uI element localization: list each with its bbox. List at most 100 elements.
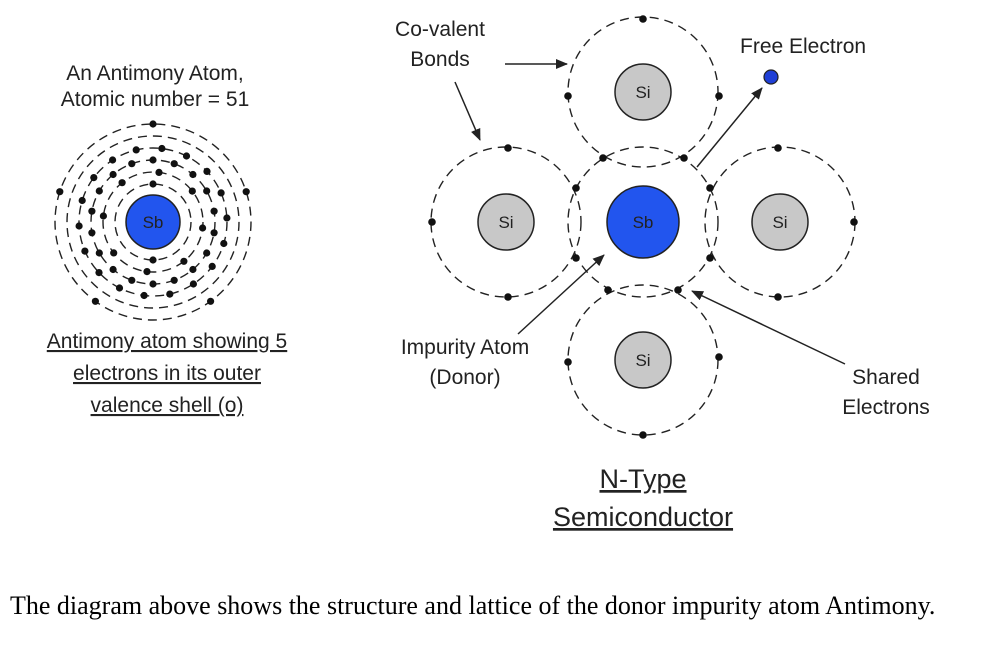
antimony-electron <box>149 120 157 128</box>
shared-label-line1: Shared <box>852 366 920 389</box>
antimony-electron <box>140 291 148 300</box>
antimony-electron <box>210 229 218 237</box>
antimony-atom: Sb <box>54 120 252 321</box>
lattice-electron <box>715 92 723 100</box>
antimony-electron <box>189 170 197 179</box>
antimony-electron <box>78 196 86 205</box>
lattice-electron <box>715 353 723 361</box>
antimony-electron <box>110 249 118 257</box>
lattice-electron <box>680 154 688 162</box>
lattice-electron <box>572 184 580 192</box>
antimony-electron <box>158 144 166 153</box>
antimony-electron <box>81 247 89 255</box>
antimony-electron <box>155 168 163 176</box>
si-atom-top <box>614 63 672 121</box>
antimony-caption-line2: electrons in its outer <box>73 362 261 385</box>
si-atom-right <box>751 193 809 251</box>
antimony-electron <box>95 187 103 195</box>
antimony-electron <box>109 265 117 274</box>
antimony-electron <box>203 249 211 257</box>
antimony-electron <box>56 188 64 196</box>
lattice-electron <box>639 15 647 23</box>
free-electron-arrow <box>696 87 763 168</box>
lattice: Si Si Sb Si Si <box>428 15 858 439</box>
shared-arrow <box>691 290 846 365</box>
covalent-label-line1: Co-valent <box>395 18 485 41</box>
antimony-electron <box>88 229 96 237</box>
antimony-electron <box>149 256 157 264</box>
antimony-electron <box>170 160 178 168</box>
antimony-electron <box>180 257 188 265</box>
title-line2: Semiconductor <box>553 502 733 532</box>
covalent-arrow-down <box>454 81 481 141</box>
antimony-electron <box>149 156 157 164</box>
lattice-electron <box>428 218 436 226</box>
lattice-electron <box>564 358 572 366</box>
antimony-electron <box>207 297 215 305</box>
antimony-electron <box>128 276 136 284</box>
antimony-heading-line1: An Antimony Atom, <box>66 62 243 85</box>
antimony-electrons <box>56 120 250 305</box>
antimony-electron <box>149 280 157 288</box>
shared-label-line2: Electrons <box>842 396 930 419</box>
antimony-shell <box>102 171 204 273</box>
antimony-electron <box>189 280 197 288</box>
antimony-electron <box>149 180 157 188</box>
antimony-heading-line2: Atomic number = 51 <box>61 88 250 111</box>
antimony-electron <box>143 268 151 276</box>
antimony-electron <box>189 265 197 274</box>
lattice-electron <box>604 286 612 294</box>
antimony-electron <box>128 160 136 168</box>
antimony-nucleus-symbol: Sb <box>143 213 164 232</box>
antimony-shell <box>114 183 192 261</box>
antimony-electron <box>118 179 126 187</box>
antimony-electron <box>208 262 216 270</box>
antimony-electron <box>182 152 191 160</box>
lattice-electron <box>674 286 682 294</box>
antimony-electron <box>203 187 211 195</box>
lattice-electron <box>850 218 858 226</box>
lattice-electron <box>774 144 782 152</box>
impurity-label-line1: Impurity Atom <box>401 336 529 359</box>
lattice-electron <box>504 293 512 301</box>
antimony-shell <box>66 135 240 309</box>
antimony-caption-line3: valence shell (o) <box>91 394 244 417</box>
sb-symbol-center: Sb <box>633 213 654 232</box>
antimony-electron <box>95 249 103 257</box>
antimony-electron <box>88 207 96 215</box>
lattice-electrons <box>428 15 858 439</box>
si-atom-bottom <box>614 331 672 389</box>
antimony-electron <box>132 146 140 154</box>
lattice-electron <box>706 254 714 262</box>
lattice-electron <box>599 154 607 162</box>
lattice-electron <box>706 184 714 192</box>
antimony-electron <box>220 239 228 248</box>
antimony-electron <box>90 174 98 182</box>
antimony-electron <box>199 224 207 232</box>
antimony-electron <box>95 269 103 277</box>
antimony-electron <box>91 297 99 305</box>
antimony-nucleus <box>125 194 181 250</box>
si-symbol-top: Si <box>635 83 650 102</box>
si-symbol-left: Si <box>498 213 513 232</box>
antimony-caption-line1: Antimony atom showing 5 <box>47 330 287 353</box>
antimony-shell <box>54 123 252 321</box>
impurity-arrow <box>517 254 605 335</box>
free-electron <box>763 69 779 85</box>
antimony-shell <box>78 147 228 297</box>
title-line1: N-Type <box>599 464 686 494</box>
antimony-electron <box>170 276 178 284</box>
antimony-electron <box>210 207 218 215</box>
si-symbol-bottom: Si <box>635 351 650 370</box>
sb-atom-center <box>606 185 680 259</box>
antimony-electron <box>166 290 174 298</box>
si-symbol-right: Si <box>772 213 787 232</box>
antimony-electron <box>109 170 117 179</box>
antimony-electron <box>188 187 196 195</box>
antimony-electron <box>242 188 250 196</box>
antimony-electron <box>217 189 225 197</box>
covalent-label-line2: Bonds <box>410 48 470 71</box>
antimony-electron <box>203 167 211 175</box>
lattice-electron <box>572 254 580 262</box>
